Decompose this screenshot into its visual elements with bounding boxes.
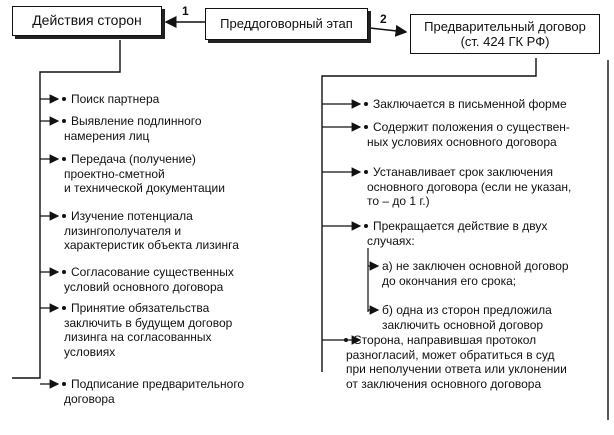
left-item: Принятие обязательства заключить в будущ… <box>62 301 233 359</box>
bullet-icon <box>62 269 66 274</box>
box-preliminary-contract: Предварительный договор (ст. 424 ГК РФ) <box>410 14 600 54</box>
bullet-icon <box>62 381 66 386</box>
right-item: Содержит положения о существен- ных усло… <box>364 120 570 149</box>
bullet-icon <box>364 101 368 106</box>
right-item: Заключается в письменной форме <box>364 97 567 112</box>
box-preliminary-contract-article: (ст. 424 ГК РФ) <box>460 34 550 49</box>
right-bracket <box>321 58 537 372</box>
left-item: Изучение потенциала лизингополучателя и … <box>62 209 239 252</box>
bullet-icon <box>62 118 66 123</box>
left-item: Согласование существенных условий основн… <box>62 265 234 294</box>
right-subitem: а) не заключен основной договор до оконч… <box>382 259 569 288</box>
bullet-icon <box>62 305 66 310</box>
right-subitem: б) одна из сторон предложила заключить о… <box>382 303 552 332</box>
left-item: Выявление подлинного намерения лиц <box>62 114 202 143</box>
left-bracket <box>12 40 121 379</box>
bullet-icon <box>364 223 368 228</box>
box-preliminary-contract-title: Предварительный договор <box>424 19 586 34</box>
bullet-icon <box>364 169 368 174</box>
right-item: Сторона, направившая протокол разногласи… <box>344 333 567 391</box>
right-item: Прекращается действие в двух случаях: <box>364 219 547 248</box>
left-item: Поиск партнера <box>62 92 159 107</box>
bullet-icon <box>344 337 348 342</box>
arrow-2 <box>369 24 408 37</box>
bullet-icon <box>62 156 66 161</box>
arrow-number-1: 1 <box>182 4 189 18</box>
box-pre-contract-stage-label: Преддоговорный этап <box>220 16 353 31</box>
arrow-number-2: 2 <box>380 12 387 26</box>
left-item: Передача (получение) проектно-сметной и … <box>62 152 225 195</box>
box-pre-contract-stage: Преддоговорный этап <box>205 8 368 40</box>
bullet-icon <box>62 96 66 101</box>
bullet-icon <box>364 124 368 129</box>
bullet-icon <box>62 213 66 218</box>
right-item: Устанавливает срок заключения основного … <box>364 165 571 209</box>
box-party-actions-label: Действия сторон <box>32 12 142 28</box>
box-party-actions: Действия сторон <box>12 6 162 36</box>
left-item: Подписание предварительного договора <box>62 377 245 406</box>
